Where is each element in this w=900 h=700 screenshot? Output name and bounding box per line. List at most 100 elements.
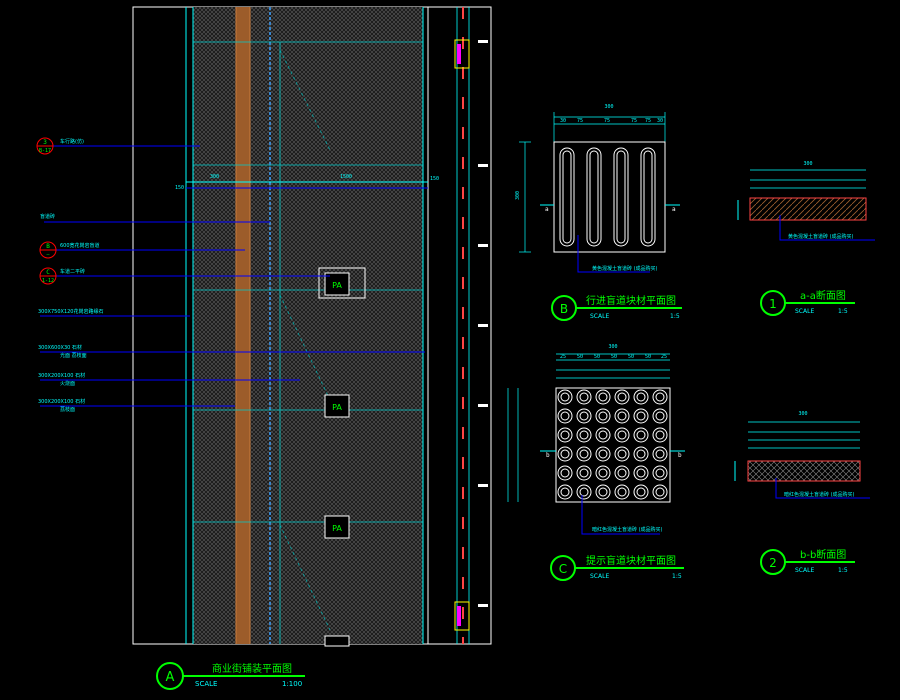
- tile-c-stud: [652, 465, 668, 481]
- svg-text:B-17: B-17: [39, 148, 51, 154]
- detail-c: 300 25 50 50 50 50 50 25 b b 暗红色混凝土盲道砖 (…: [507, 344, 685, 581]
- note-8: 300X200X100 石材: [38, 398, 85, 405]
- tile-c-stud-inner: [655, 430, 665, 440]
- tile-c-stud: [557, 465, 573, 481]
- tile-c-stud-inner: [598, 487, 608, 497]
- tile-c-stud-inner: [598, 392, 608, 402]
- tile-c-stud: [595, 389, 611, 405]
- tile-c-stud-inner: [636, 411, 646, 421]
- tile-c-stud-inner: [636, 468, 646, 478]
- note-7-sub: 火烧面: [60, 380, 75, 387]
- section-2-scale-value: 1:5: [838, 567, 848, 574]
- plan-notes: 车行路(仿) 盲道砖 600宽花岗岩盲道 车道二平砖 300X750X120花岗…: [38, 138, 103, 413]
- tile-c-stud-inner: [560, 449, 570, 459]
- detail-c-section-mark-left: b: [546, 452, 550, 459]
- plan-drawing: 150 300 1500 150 PA PA PA: [36, 6, 492, 690]
- tile-c-stud-inner: [560, 487, 570, 497]
- tile-c-stud: [595, 427, 611, 443]
- tile-c-stud-inner: [636, 392, 646, 402]
- tile-c-stud: [557, 446, 573, 462]
- svg-text:30: 30: [657, 118, 663, 124]
- tile-c-stud-inner: [617, 411, 627, 421]
- note-3: 600宽花岗岩盲道: [60, 242, 100, 249]
- tile-c-stud-inner: [579, 449, 589, 459]
- detail-b-leader-text: 黄色混凝土盲道砖 (成品购买): [592, 265, 658, 272]
- tile-c-stud-inner: [655, 392, 665, 402]
- tile-c-stud-inner: [560, 468, 570, 478]
- detail-b-title: 行进盲道块材平面图: [586, 294, 676, 307]
- note-7: 300X200X100 石材: [38, 372, 85, 379]
- tile-c-stud-inner: [617, 392, 627, 402]
- svg-text:300: 300: [210, 174, 219, 180]
- tile-c-stud: [633, 427, 649, 443]
- tile-c-stud-inner: [560, 430, 570, 440]
- tile-c-stud: [614, 427, 630, 443]
- svg-text:75: 75: [631, 118, 637, 124]
- tile-c-stud: [652, 484, 668, 500]
- svg-text:1500: 1500: [340, 174, 352, 180]
- section-1: 300 黄色混凝土盲道砖 (成品购买) 1 a-a断面图 SCALE 1:5: [737, 161, 875, 316]
- detail-c-section-mark-right: b: [678, 452, 682, 459]
- tile-c-stud: [652, 408, 668, 424]
- tile-c-stud: [614, 446, 630, 462]
- tile-c-stud: [557, 427, 573, 443]
- section-1-scale-value: 1:5: [838, 308, 848, 315]
- detail-c-marker: C: [559, 562, 567, 576]
- svg-text:75: 75: [645, 118, 651, 124]
- tile-c-stud-inner: [617, 449, 627, 459]
- tile-c-stud: [595, 408, 611, 424]
- svg-text:3: 3: [43, 139, 47, 146]
- plan-title-block: A 商业街铺装平面图 SCALE 1:100: [156, 662, 305, 690]
- svg-text:150: 150: [175, 185, 184, 191]
- plan-leaders: [40, 145, 425, 407]
- svg-text:50: 50: [594, 354, 600, 360]
- svg-text:C: C: [46, 269, 50, 276]
- detail-b-scale-value: 1:5: [670, 313, 680, 320]
- tile-c-stud-inner: [655, 487, 665, 497]
- pa-label: PA: [332, 524, 342, 533]
- tile-c-stud-inner: [598, 411, 608, 421]
- tile-c-stud-inner: [560, 411, 570, 421]
- section-1-marker: 1: [769, 297, 777, 311]
- tile-c-stud-inner: [636, 449, 646, 459]
- plan-scale-value: 1:100: [282, 680, 302, 688]
- detail-b: 300 30 75 75 75 75 30 300 a a 黄色混凝土盲道砖 (…: [515, 104, 682, 321]
- tile-c-stud: [595, 484, 611, 500]
- section-2-total-dim: 300: [798, 411, 807, 417]
- section-2-marker: 2: [769, 556, 777, 570]
- note-4: 车道二平砖: [60, 268, 85, 275]
- note-6-sub: 光面 荔枝面: [60, 352, 87, 359]
- note-6: 300X600X30 石材: [38, 344, 82, 351]
- detail-c-leader-text: 暗红色混凝土盲道砖 (成品购买): [592, 526, 663, 533]
- tile-c-stud-inner: [579, 430, 589, 440]
- tile-c-stud: [557, 408, 573, 424]
- tile-c-stud-inner: [598, 430, 608, 440]
- section-2-title: b-b断面图: [800, 548, 846, 561]
- tile-c-stud: [576, 427, 592, 443]
- tile-c-stud: [614, 465, 630, 481]
- tile-c-stud: [576, 408, 592, 424]
- section-1-profile: [749, 197, 867, 221]
- callout-1: 3 B-17: [36, 137, 54, 155]
- plan-title: 商业街铺装平面图: [212, 662, 292, 675]
- svg-text:50: 50: [577, 354, 583, 360]
- tile-c-stud-inner: [579, 392, 589, 402]
- section-2-profile: [747, 460, 861, 482]
- section-2-scale-label: SCALE: [795, 567, 814, 574]
- callout-3: C 1-12: [39, 267, 57, 285]
- detail-c-scale-label: SCALE: [590, 573, 609, 580]
- detail-c-title: 提示盲道块材平面图: [586, 554, 676, 567]
- note-5: 300X750X120花岗岩路缘石: [38, 308, 103, 315]
- plan-paving-area: [193, 7, 423, 644]
- tile-c-stud: [576, 446, 592, 462]
- svg-text:25: 25: [560, 354, 566, 360]
- tile-c-stud: [576, 484, 592, 500]
- tile-c-stud: [576, 465, 592, 481]
- tile-c-stud-inner: [560, 392, 570, 402]
- tile-b-outline: [553, 141, 666, 253]
- svg-text:25: 25: [661, 354, 667, 360]
- pa-box-2: PA: [324, 394, 350, 418]
- detail-b-total-dim: 300: [604, 104, 613, 110]
